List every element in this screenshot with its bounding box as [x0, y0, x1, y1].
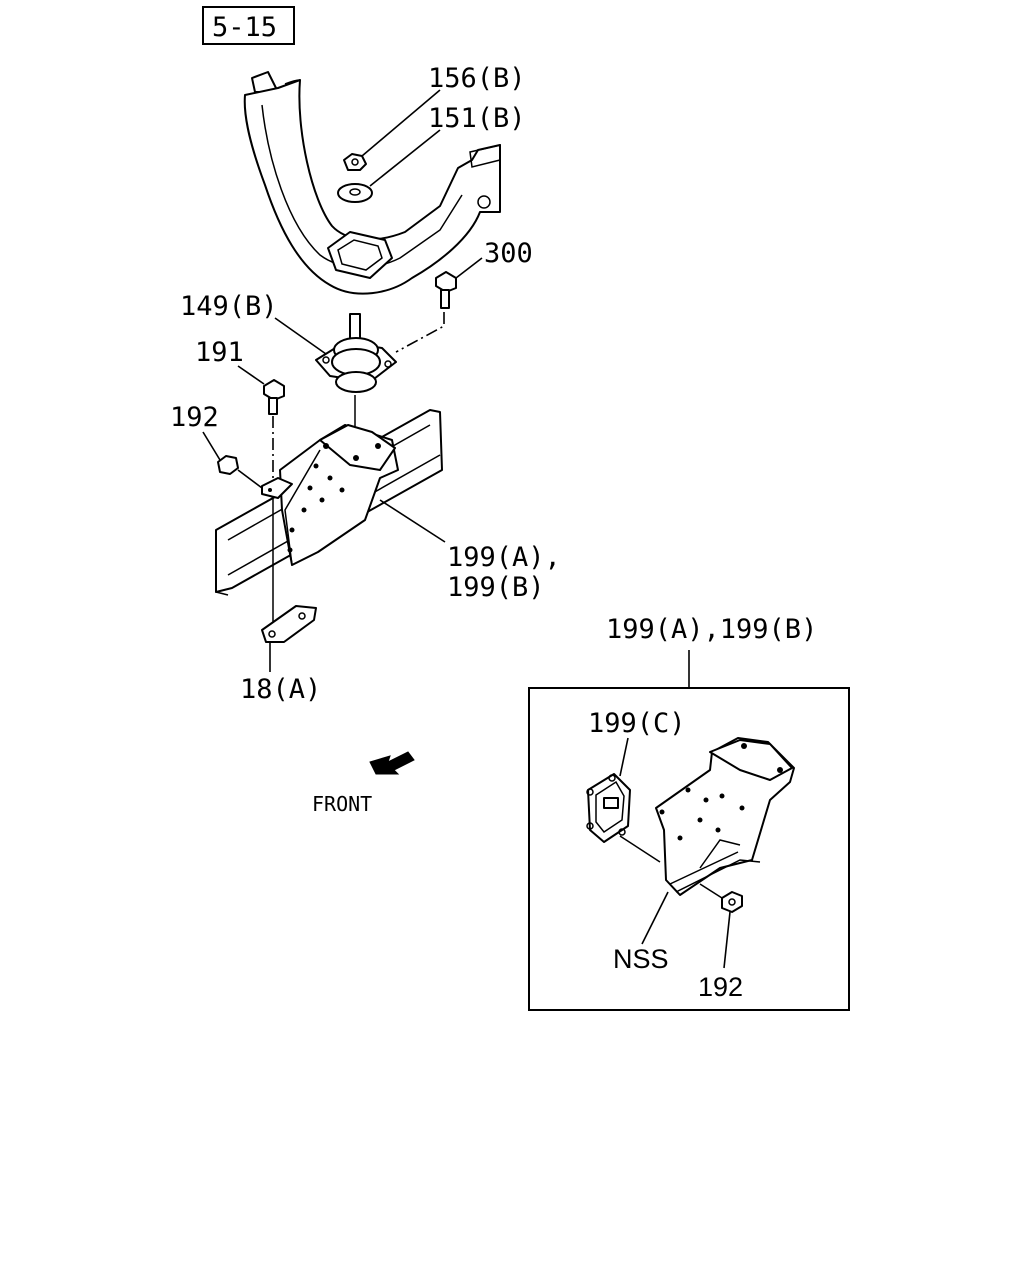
leader-156b — [361, 89, 441, 157]
nut-156b[interactable] — [343, 153, 367, 171]
plate-18a[interactable] — [261, 605, 317, 643]
leader-inset-192 — [723, 911, 731, 969]
inset-callout-nss[interactable]: NSS — [613, 944, 669, 974]
callout-192[interactable]: 192 — [170, 402, 219, 433]
callout-18a[interactable]: 18(A) — [240, 674, 321, 705]
inset-bracket[interactable] — [655, 737, 795, 896]
leader-192-nut — [237, 469, 263, 489]
cross-member-upper — [243, 71, 501, 295]
leader-149b — [274, 317, 327, 355]
reference-box-label: 5-15 — [212, 12, 277, 43]
bolt-300[interactable] — [435, 271, 457, 309]
inset-plate-199c[interactable] — [586, 773, 631, 843]
leader-199c — [619, 737, 629, 777]
callout-149b[interactable]: 149(B) — [180, 291, 278, 322]
callout-300[interactable]: 300 — [484, 238, 533, 269]
washer-151b[interactable] — [337, 183, 373, 203]
bracket-199[interactable] — [261, 424, 399, 566]
callout-151b[interactable]: 151(B) — [428, 103, 526, 134]
leader-300 — [455, 257, 483, 279]
front-label: FRONT — [312, 792, 372, 816]
inset-title[interactable]: 199(A),199(B) — [606, 614, 817, 645]
inset-plate-line — [619, 835, 661, 863]
callout-156b[interactable]: 156(B) — [428, 63, 526, 94]
mount-149b[interactable] — [315, 313, 397, 393]
leader-199 — [379, 499, 446, 543]
callout-199-line1[interactable]: 199(A), — [447, 542, 561, 573]
inset-callout-192[interactable]: 192 — [698, 972, 743, 1002]
reference-box[interactable]: 5-15 — [202, 6, 295, 45]
bolt-300-path — [395, 312, 445, 353]
bolt-191[interactable] — [263, 379, 285, 415]
inset-callout-199c[interactable]: 199(C) — [588, 708, 686, 739]
nut-192[interactable] — [217, 455, 239, 475]
front-arrow-icon — [369, 751, 415, 775]
callout-191[interactable]: 191 — [195, 337, 244, 368]
inset-nut-line — [699, 883, 723, 899]
leader-192 — [202, 431, 221, 461]
leader-151b — [369, 129, 441, 187]
leader-nss — [641, 891, 669, 945]
callout-199-line2[interactable]: 199(B) — [447, 572, 545, 603]
inset-nut-192[interactable] — [721, 891, 743, 913]
leader-191 — [237, 365, 265, 385]
